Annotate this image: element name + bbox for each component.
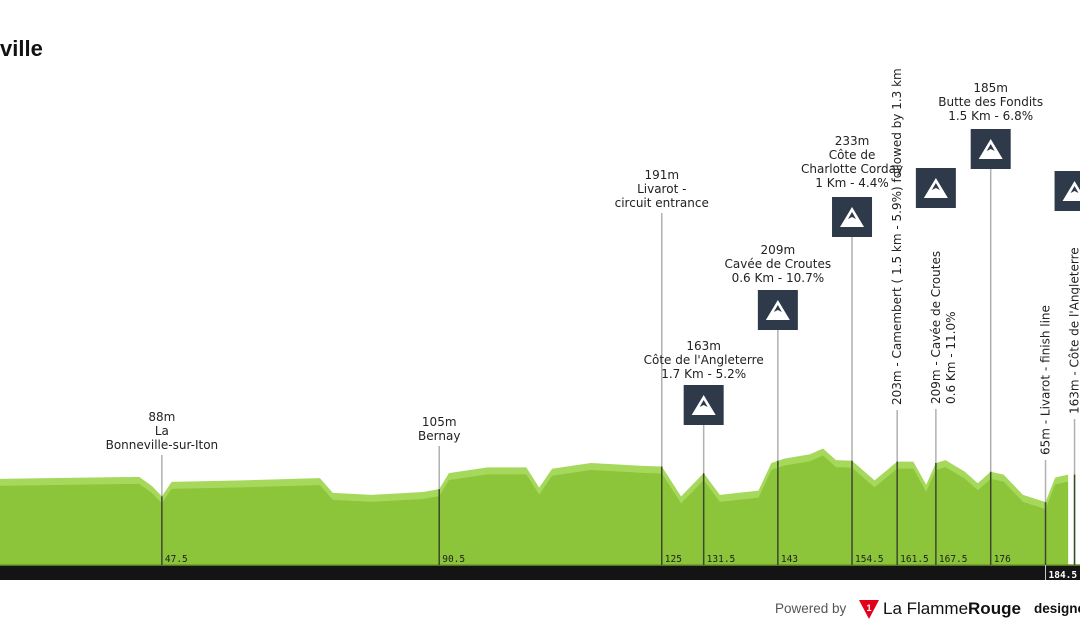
km-tick-label: 176 (994, 554, 1011, 565)
mountain-snow-cap (848, 212, 857, 219)
mountain-snow-cap (931, 183, 940, 190)
waypoint-label-line: 1.5 Km - 6.8% (948, 109, 1033, 123)
finish-km-label: 184.5 (1049, 570, 1078, 581)
waypoint-label-line: Livarot - (637, 182, 686, 196)
climb-mountain-icon (832, 197, 873, 237)
waypoint-label-rotated: 209m - Cavée de Croutes (929, 251, 943, 404)
waypoint-label-line: Butte des Fondits (938, 95, 1043, 109)
brand-name-rouge: Rouge (968, 599, 1021, 618)
waypoint-label-line: 1.7 Km - 5.2% (661, 367, 746, 381)
km-tick-label: 167.5 (939, 554, 968, 565)
mountain-snow-cap (699, 400, 708, 407)
waypoint-label-line: 0.6 Km - 10.7% (732, 271, 825, 285)
waypoint-label-line: Côte de (829, 148, 876, 162)
brand-name: La FlammeRouge (883, 599, 1021, 618)
waypoint-label-line: 88m (148, 410, 175, 424)
climb-mountain-icon (683, 385, 724, 425)
waypoint-label-line: 1 Km - 4.4% (815, 176, 888, 190)
brand-name-la-flamme: La Flamme (883, 599, 968, 618)
km-tick-label: 161.5 (900, 554, 929, 565)
km-tick-label: 143 (781, 554, 798, 565)
mountain-snow-cap (773, 305, 782, 312)
waypoint-label-line: Charlotte Corday (801, 162, 903, 176)
waypoint-label-rotated: 163m - Côte de l'Angleterre (1068, 247, 1080, 414)
waypoint-marker: 163m - Côte de l'Angleterre (1054, 171, 1080, 565)
logo-number: 1 (866, 603, 871, 613)
mountain-snow-cap (1070, 186, 1079, 193)
waypoint-label-line: 233m (835, 134, 870, 148)
climb-mountain-icon (970, 129, 1011, 169)
powered-by-text: Powered by (775, 601, 847, 616)
waypoint-label-line: Cavée de Croutes (725, 257, 832, 271)
waypoint-label-line: circuit entrance (615, 196, 709, 210)
mountain-snow-cap (986, 144, 995, 151)
profile-area-dark (0, 455, 1069, 565)
stage-title: ville (0, 36, 43, 61)
la-flamme-rouge-logo-icon (859, 600, 879, 619)
waypoint-label-line: 163m (686, 339, 721, 353)
waypoint-marker: 65m - Livarot - finish line (1039, 305, 1053, 565)
km-tick-label: 90.5 (442, 554, 465, 565)
waypoint-label-line: Côte de l'Angleterre (644, 353, 764, 367)
waypoint-label-line: Bernay (418, 429, 460, 443)
waypoint-label-line: 209m (761, 243, 796, 257)
mountain-shape (1062, 181, 1080, 201)
km-tick-label: 47.5 (165, 554, 188, 565)
climb-mountain-icon (915, 168, 956, 208)
waypoint-label-line: 105m (422, 415, 457, 429)
waypoint-label-line: La (155, 424, 169, 438)
distance-axis-bar (0, 565, 1080, 580)
waypoint-label-rotated: 203m - Camembert ( 1.5 km - 5.9%) follow… (890, 68, 904, 405)
km-tick-label: 125 (665, 554, 682, 565)
waypoint-label-rotated: 0.6 Km - 11.0% (944, 311, 958, 404)
climb-mountain-icon (1054, 171, 1080, 211)
climb-mountain-icon (757, 290, 798, 330)
waypoint-marker: 203m - Camembert ( 1.5 km - 5.9%) follow… (890, 68, 904, 565)
waypoint-label-line: 185m (973, 81, 1008, 95)
km-tick-label: 154.5 (855, 554, 884, 565)
waypoint-label-line: Bonneville-sur-Iton (106, 438, 219, 452)
waypoint-label-line: 191m (644, 168, 679, 182)
designed-by-text: designe (1034, 601, 1080, 616)
waypoint-label-rotated: 65m - Livarot - finish line (1039, 305, 1053, 455)
km-tick-label: 131.5 (707, 554, 736, 565)
